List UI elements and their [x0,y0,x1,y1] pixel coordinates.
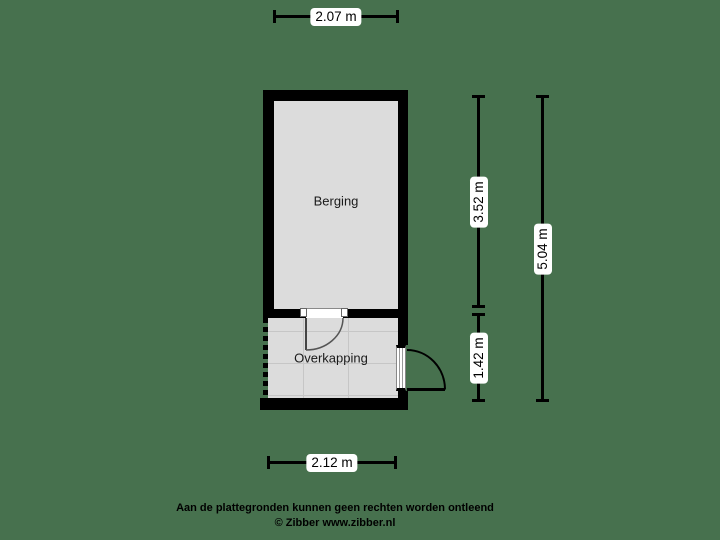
dimension-cap [536,399,549,402]
tile-grid-line [268,363,398,364]
dimension-cap [267,456,270,469]
dimension-label: 5.04 m [533,222,552,275]
wall-right-upper [398,318,408,345]
dimension-label: 3.52 m [469,175,488,228]
room-berging-floor [274,101,398,309]
footer: Aan de plattegronden kunnen geen rechten… [0,501,670,531]
dimension-cap [472,305,485,308]
dimension-label: 2.07 m [310,7,362,26]
footer-disclaimer: Aan de plattegronden kunnen geen rechten… [176,502,494,514]
room-berging-label: Berging [313,193,359,209]
tile-grid-line [268,395,398,396]
dimension-cap [394,456,397,469]
door-jamb [300,308,307,317]
tile-grid-line [268,331,398,332]
dimension-cap [396,10,399,23]
wall-right-lower [398,391,408,398]
room-overkapping-label: Overkapping [294,350,368,366]
tile-grid-line [348,318,349,398]
dimension-overkapping-height: 1.42 m [469,313,488,402]
dimension-cap [472,399,485,402]
dimension-cap [472,313,485,316]
dimension-label: 1.42 m [469,331,488,384]
footer-credit: © Zibber www.zibber.nl [274,517,396,529]
dimension-total-height: 5.04 m [533,95,552,402]
exterior-door-leaf-symbol [396,345,406,391]
interior-door-opening [306,308,343,318]
exterior-door-swing-arc [406,349,446,390]
dimension-berging-height: 3.52 m [469,95,488,308]
dimension-cap [472,95,485,98]
dimension-label: 2.12 m [306,453,358,472]
room-berging-walls [263,90,408,318]
dimension-bottom-width: 2.12 m [267,453,397,472]
wall-bottom [260,398,408,410]
dimension-top-width: 2.07 m [273,7,399,26]
door-jamb [341,308,348,317]
tile-grid-line [303,318,304,398]
dimension-cap [536,95,549,98]
dimension-cap [273,10,276,23]
open-side-dashed-boundary [263,318,268,398]
